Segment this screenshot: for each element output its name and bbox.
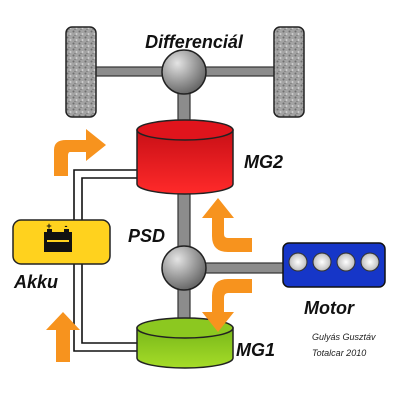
motor-label: Motor xyxy=(304,298,355,318)
mg2-motor-generator xyxy=(136,119,234,195)
arrow-mg1-to-battery xyxy=(46,312,80,362)
arrow-engine-to-mg1 xyxy=(202,279,252,332)
psd-label: PSD xyxy=(128,226,165,246)
psd-planetary-gear xyxy=(161,245,207,291)
engine-cylinder-3 xyxy=(336,252,356,272)
mg1-motor-generator xyxy=(136,317,234,369)
credit-author: Gulyás Gusztáv xyxy=(312,332,376,342)
battery-plus-sign: + xyxy=(46,221,51,231)
arrow-psd-to-mg2 xyxy=(202,198,252,252)
arrow-battery-to-mg2 xyxy=(54,129,106,176)
energy-flow-arrows xyxy=(46,129,252,362)
differential-gear xyxy=(161,49,207,95)
credit-source: Totalcar 2010 xyxy=(312,348,366,358)
engine-cylinder-2 xyxy=(312,252,332,272)
differential-label: Differenciál xyxy=(145,32,244,52)
akku-label: Akku xyxy=(13,272,58,292)
battery-wires xyxy=(73,169,137,352)
battery-minus-sign: - xyxy=(65,221,68,231)
engine xyxy=(282,242,386,288)
engine-cylinder-4 xyxy=(360,252,380,272)
engine-shaft xyxy=(204,262,286,274)
mg1-label: MG1 xyxy=(236,340,275,360)
left-wheel xyxy=(65,26,97,118)
battery-icon xyxy=(44,229,72,252)
mg2-label: MG2 xyxy=(244,152,283,172)
battery: + - xyxy=(12,219,111,265)
mid-shaft xyxy=(177,185,191,255)
right-wheel xyxy=(273,26,305,118)
engine-cylinder-1 xyxy=(288,252,308,272)
